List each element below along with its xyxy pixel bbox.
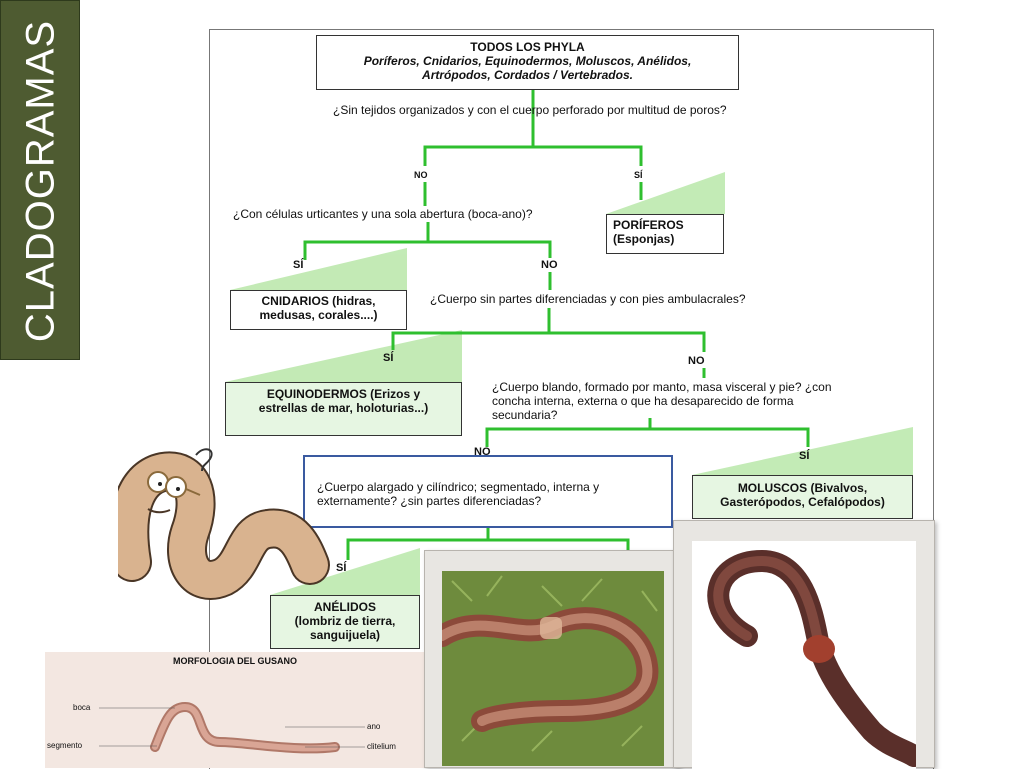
branch-si-4: SÍ (799, 450, 810, 462)
root-box-line-1: Poríferos, Cnidarios, Equinodermos, Molu… (363, 54, 692, 68)
branch-si-3: SÍ (383, 352, 394, 364)
branch-si-2: SÍ (293, 259, 304, 271)
conn-split4 (485, 427, 810, 447)
morphology-worm-drawing (99, 701, 365, 754)
slide-title-bar: CLADOGRAMAS (0, 0, 80, 360)
equinodermos-line-2: estrellas de mar, holoturias...) (258, 401, 429, 415)
branch-no-2: NO (541, 259, 558, 271)
conn-split5 (346, 538, 630, 560)
question-4-line-1: ¿Cuerpo blando, formado por manto, masa … (492, 380, 832, 394)
branch-si-1: SÍ (634, 170, 643, 180)
cartoon-worm-illustration (118, 448, 330, 600)
cladogram-frame (209, 29, 934, 769)
result-cnidarios: CNIDARIOS (hidras, medusas, corales....) (230, 290, 407, 330)
question-5-box: ¿Cuerpo alargado y cilíndrico; segmentad… (303, 455, 673, 528)
result-poriferos: PORÍFEROS (Esponjas) (606, 214, 724, 254)
poriferos-sub: (Esponjas) (613, 232, 675, 246)
question-5-line-1: ¿Cuerpo alargado y cilíndrico; segmentad… (317, 480, 600, 494)
branch-no-3: NO (688, 355, 705, 367)
branch-no-4: NO (474, 446, 491, 458)
wedge-cnidarios (230, 248, 407, 290)
question-5-line-2: externamente? ¿sin partes diferenciadas? (317, 494, 542, 508)
question-1: ¿Sin tejidos organizados y con el cuerpo… (333, 103, 727, 117)
question-3: ¿Cuerpo sin partes diferenciadas y con p… (430, 292, 746, 306)
question-4-line-2: concha interna, externa o que ha desapar… (492, 394, 794, 408)
wedge-poriferos (606, 172, 725, 214)
earthworm-clitellum-photo-frame (673, 520, 935, 769)
result-equinodermos: EQUINODERMOS (Erizos y estrellas de mar,… (225, 382, 462, 436)
question-2: ¿Con células urticantes y una sola abert… (233, 207, 533, 221)
morphology-label-clitelium: clitelium (367, 742, 396, 751)
cnidarios-line-1: CNIDARIOS (hidras, (261, 294, 376, 308)
cnidarios-line-2: medusas, corales....) (259, 308, 378, 322)
poriferos-title: PORÍFEROS (613, 218, 684, 232)
earthworm-clitellum-photo (692, 541, 916, 769)
wedge-equinodermos (225, 330, 462, 382)
root-box-line-2: Artrópodos, Cordados / Vertebrados. (422, 68, 633, 82)
root-phyla-box: TODOS LOS PHYLA Poríferos, Cnidarios, Eq… (316, 35, 739, 90)
worm-morphology-diagram: MORFOLOGIA DEL GUSANO boca segmento ano … (45, 652, 425, 768)
conn-split2 (303, 240, 552, 260)
anelidos-line-2: (lombriz de tierra, (294, 614, 396, 628)
anelidos-line-3: sanguijuela) (309, 628, 380, 642)
branch-si-5: SÍ (336, 562, 347, 574)
anelidos-line-1: ANÉLIDOS (313, 600, 376, 614)
conn-split3 (391, 331, 706, 352)
earthworm-moss-photo (442, 571, 664, 766)
branch-no-1: NO (414, 170, 428, 180)
morphology-label-boca: boca (73, 703, 91, 712)
question-4-line-3: secundaria? (492, 408, 558, 422)
root-box-title: TODOS LOS PHYLA (470, 40, 585, 54)
morphology-label-segmento: segmento (47, 741, 83, 750)
equinodermos-line-1: EQUINODERMOS (Erizos y (266, 387, 421, 401)
earthworm-moss-photo-frame (424, 550, 680, 768)
morphology-title: MORFOLOGIA DEL GUSANO (172, 656, 297, 666)
question-4: ¿Cuerpo blando, formado por manto, masa … (492, 380, 897, 422)
branch-wedges (225, 172, 913, 595)
result-moluscos: MOLUSCOS (Bivalvos, Gasterópodos, Cefaló… (692, 475, 913, 519)
moluscos-line-1: MOLUSCOS (Bivalvos, (737, 481, 868, 495)
wedge-moluscos (692, 427, 913, 475)
result-anelidos: ANÉLIDOS (lombriz de tierra, sanguijuela… (270, 595, 420, 649)
conn-split1 (423, 145, 643, 166)
moluscos-line-2: Gasterópodos, Cefalópodos) (720, 495, 885, 509)
morphology-label-ano: ano (367, 722, 381, 731)
